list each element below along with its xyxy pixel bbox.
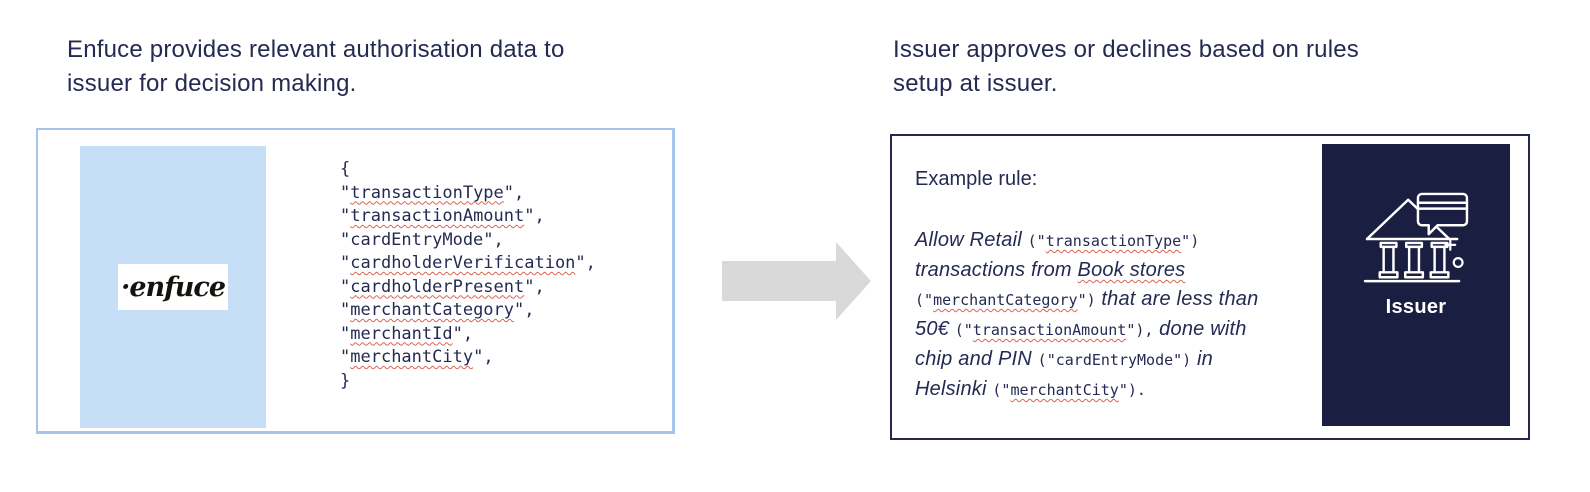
credit-card-icon (1416, 192, 1469, 236)
arrow-shaft (722, 261, 836, 301)
issuer-rule-card: Example rule: Allow Retail ("transaction… (890, 134, 1530, 440)
issuer-label: Issuer (1385, 296, 1447, 318)
enfuce-data-card: ·enfuce {"transactionType","transactionA… (36, 128, 675, 434)
dot-accent (1452, 257, 1464, 269)
example-rule-text: Allow Retail ("transactionType")transact… (915, 229, 1259, 400)
authorisation-data-json: {"transactionType","transactionAmount","… (340, 159, 596, 391)
plus-accent (1444, 238, 1457, 251)
left-heading: Enfuce provides relevant authorisation d… (67, 36, 565, 97)
enfuce-logo-panel: ·enfuce (80, 146, 266, 428)
bank-columns (1378, 241, 1450, 279)
issuer-panel: Issuer (1322, 144, 1510, 426)
arrow-head (836, 242, 871, 320)
bank-building-with-card-icon (1363, 192, 1469, 283)
enfuce-logo: ·enfuce (118, 264, 228, 310)
enfuce-logo-text: ·enfuce (120, 271, 226, 303)
example-rule-label: Example rule: (915, 168, 1038, 190)
right-heading: Issuer approves or declines based on rul… (893, 36, 1359, 97)
